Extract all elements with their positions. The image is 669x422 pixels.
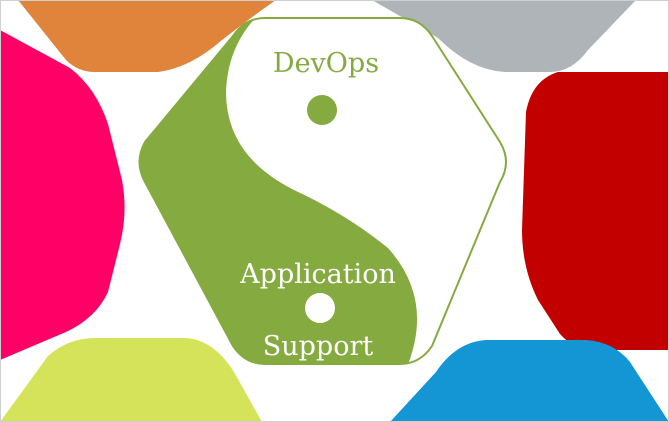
bottom-left-tile <box>0 338 262 422</box>
devops-dot <box>307 95 337 125</box>
top-left-tile <box>18 0 276 72</box>
bottom-right-tile <box>390 340 669 422</box>
application-support-dot <box>305 293 335 323</box>
yin-yang-hexagon-outline <box>138 17 507 365</box>
support-label: Support <box>263 331 374 362</box>
devops-label: DevOps <box>273 48 379 79</box>
top-right-tile <box>372 0 636 72</box>
left-tile <box>0 30 125 360</box>
right-tile <box>522 72 669 350</box>
application-label: Application <box>239 259 396 290</box>
